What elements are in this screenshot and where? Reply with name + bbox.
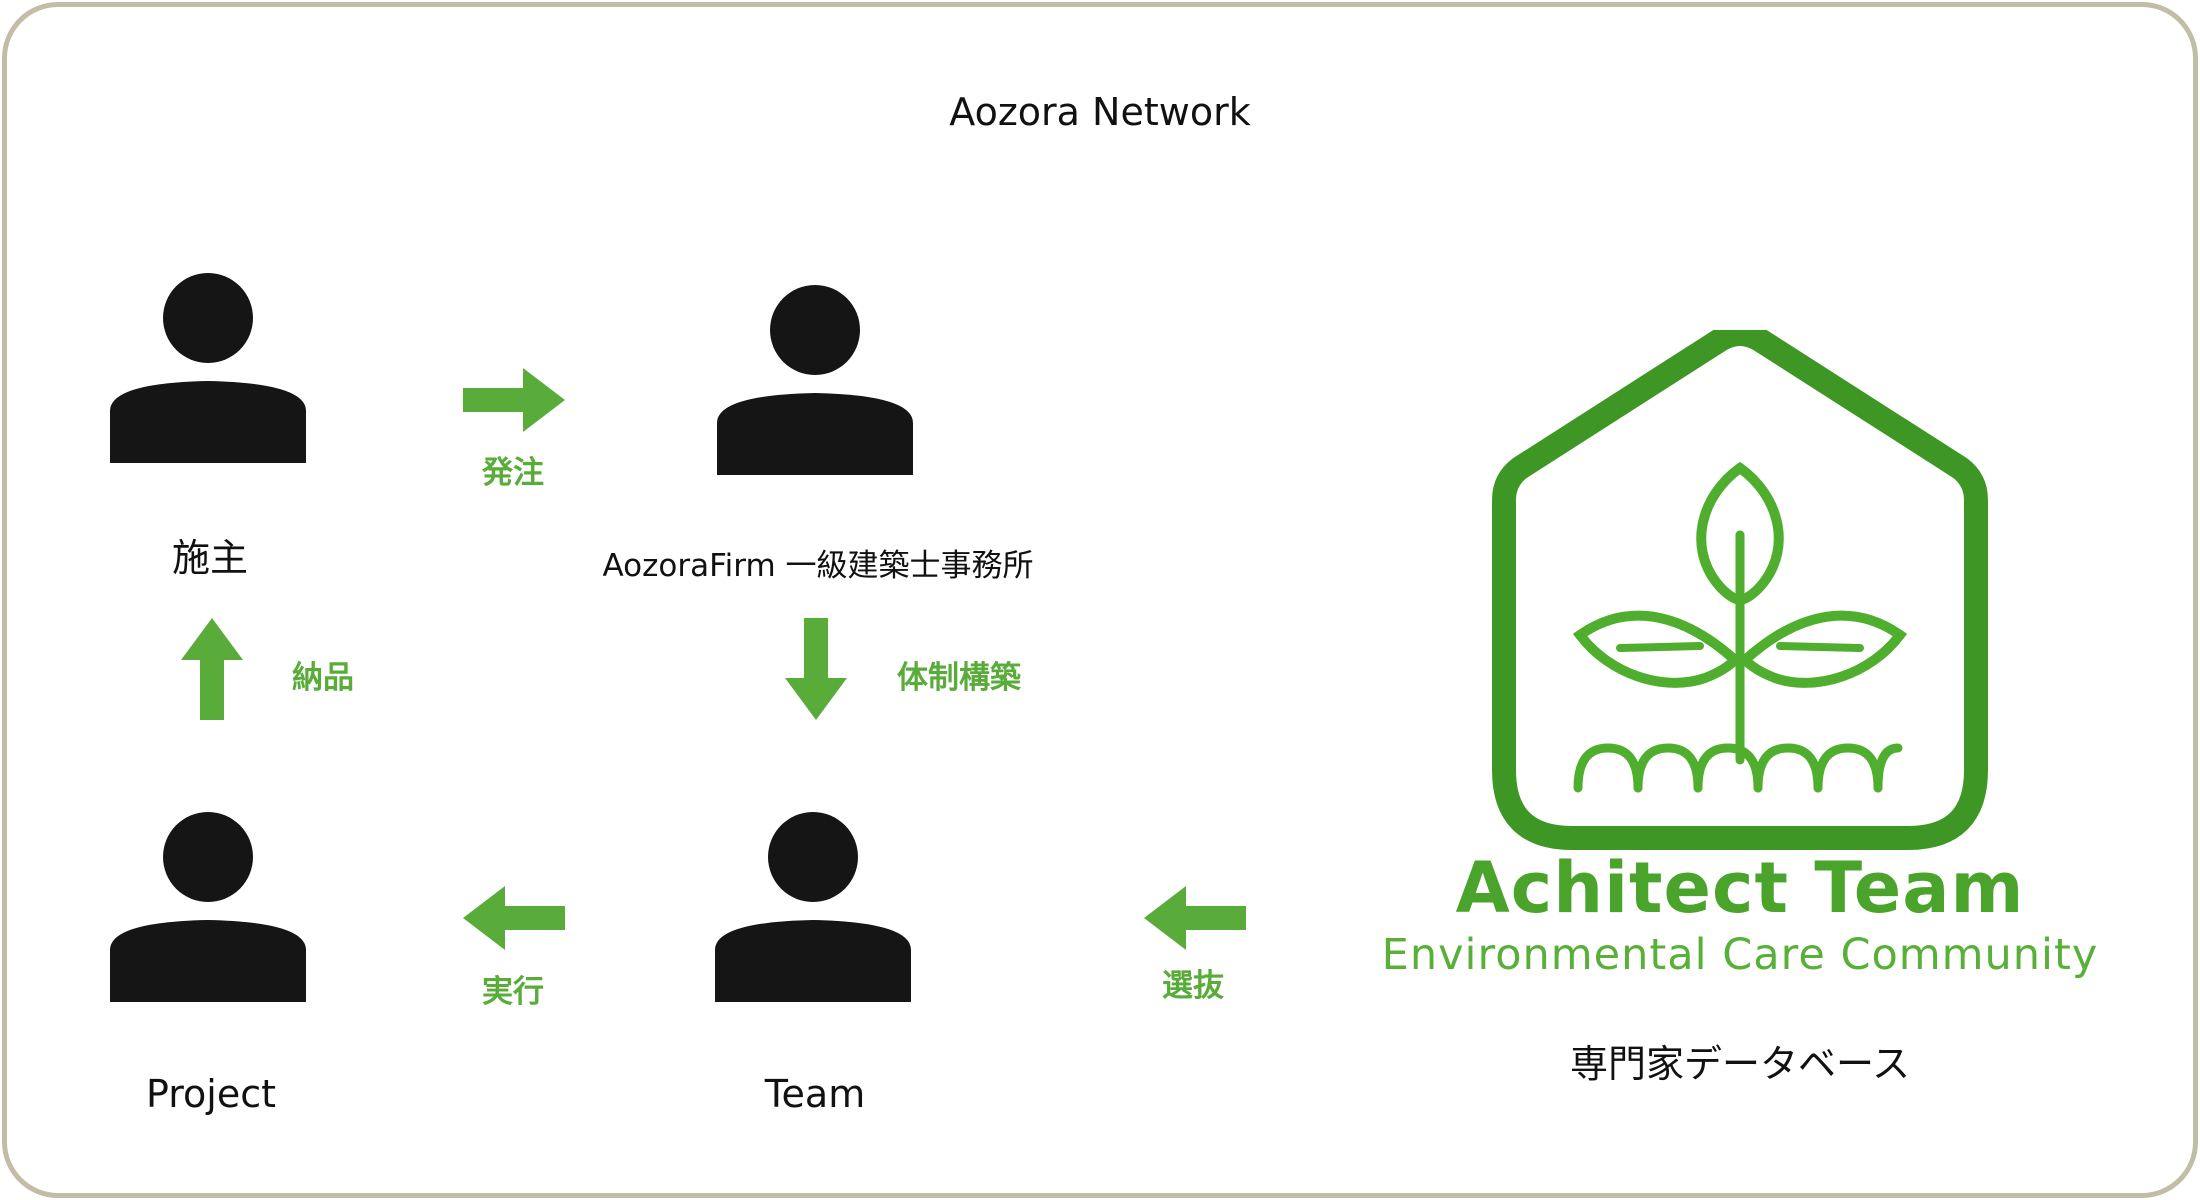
team-label: Team xyxy=(764,1072,866,1116)
deliver-arrow-up-icon xyxy=(181,618,243,720)
house-plant-logo-icon xyxy=(1492,330,1988,850)
order-arrow-right-icon xyxy=(463,368,565,432)
logo-subtitle: Environmental Care Community xyxy=(1381,930,2099,980)
logo-title: Achitect Team xyxy=(1455,847,2025,929)
deliver-label: 納品 xyxy=(292,660,354,696)
select-arrow-left-icon xyxy=(1144,886,1246,950)
order-label: 発注 xyxy=(482,455,544,491)
execute-arrow-left-icon xyxy=(463,886,565,950)
team-person-icon xyxy=(715,812,911,1002)
project-label: Project xyxy=(145,1072,277,1116)
client-person-icon xyxy=(110,273,306,463)
database-label: 専門家データベース xyxy=(1569,1042,1911,1086)
build-arrow-down-icon xyxy=(785,618,847,720)
firm-label: AozoraFirm 一級建築士事務所 xyxy=(602,548,1034,584)
project-person-icon xyxy=(110,812,306,1002)
diagram-title: Aozora Network xyxy=(949,90,1251,134)
execute-label: 実行 xyxy=(482,974,544,1010)
firm-person-icon xyxy=(717,285,913,475)
select-label: 選抜 xyxy=(1162,968,1224,1004)
build-label: 体制構築 xyxy=(897,660,1021,696)
client-label: 施主 xyxy=(171,536,249,580)
